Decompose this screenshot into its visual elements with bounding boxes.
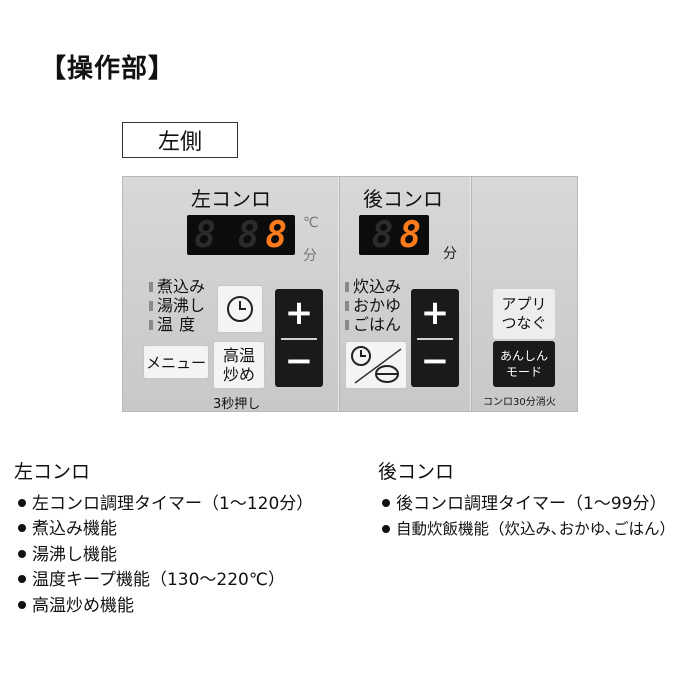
button-divider	[417, 338, 453, 340]
left-plus-minus-button[interactable]: + −	[275, 289, 323, 387]
bullet-icon	[382, 524, 390, 533]
left-burner-feature-list: 左コンロ 左コンロ調理タイマー（1〜120分） 煮込み機能 湯沸し機能 温度キー…	[14, 460, 313, 619]
minute-unit-label: 分	[303, 248, 317, 264]
rear-display-digit: 8	[399, 214, 421, 256]
mode-boil: 湯沸し	[149, 296, 205, 315]
rear-list-title: 後コンロ	[378, 461, 455, 483]
clock-icon	[227, 296, 253, 322]
mode-led	[149, 300, 153, 311]
left-burner-title: 左コンロ	[191, 187, 271, 211]
display-unlit-digits: 8 8	[194, 214, 260, 256]
left-mode-list: 煮込み 湯沸し 温度	[149, 277, 205, 334]
clock-pot-icon	[351, 346, 402, 384]
rear-plus-button[interactable]: +	[420, 293, 450, 333]
mode-led	[149, 319, 153, 330]
hold-3sec-note: 3秒押し	[213, 397, 261, 412]
rear-burner-title: 後コンロ	[363, 187, 443, 211]
auto-off-note: コンロ30分消火	[483, 397, 556, 408]
button-divider	[281, 338, 317, 340]
list-item: 自動炊飯機能（炊込み､おかゆ､ごはん）	[378, 517, 675, 543]
mode-led	[345, 281, 349, 292]
rear-minute-unit-label: 分	[443, 246, 457, 262]
bullet-icon	[18, 600, 26, 609]
list-item: 左コンロ調理タイマー（1〜120分）	[14, 492, 313, 518]
list-item: 湯沸し機能	[14, 543, 313, 569]
mode-temperature: 温度	[149, 315, 205, 334]
list-item: 温度キープ機能（130〜220℃）	[14, 568, 313, 594]
mode-mixed-rice: 炊込み	[345, 277, 401, 296]
list-item: 後コンロ調理タイマー（1〜99分）	[378, 492, 675, 518]
rear-plus-minus-button[interactable]: + −	[411, 289, 459, 387]
panel-divider-2	[470, 177, 471, 411]
left-display-digit: 8	[265, 214, 287, 256]
left-burner-display: 8 8 8	[187, 214, 295, 256]
celsius-unit-label: ℃	[303, 215, 319, 231]
rear-minus-button[interactable]: −	[420, 341, 450, 381]
bullet-icon	[18, 575, 26, 583]
rear-mode-list: 炊込み おかゆ ごはん	[345, 277, 401, 334]
app-connect-button[interactable]: アプリ つなぐ	[493, 289, 555, 339]
left-timer-button[interactable]	[217, 285, 263, 333]
mode-rice: ごはん	[345, 315, 401, 334]
mode-led	[149, 281, 153, 292]
bullet-icon	[18, 549, 26, 558]
mode-led	[345, 300, 349, 311]
bullet-icon	[18, 524, 26, 532]
rear-timer-rice-button[interactable]	[345, 341, 407, 389]
high-temp-stir-fry-button[interactable]: 高温 炒め	[213, 341, 265, 389]
rear-burner-display: 8 8	[359, 214, 429, 256]
menu-button[interactable]: メニュー	[143, 345, 209, 379]
mode-porridge: おかゆ	[345, 296, 401, 315]
mode-led	[345, 319, 349, 330]
left-plus-button[interactable]: +	[284, 293, 314, 333]
list-item: 高温炒め機能	[14, 594, 313, 620]
section-heading: 【操作部】	[40, 54, 176, 84]
mode-simmer: 煮込み	[149, 277, 205, 296]
bullet-icon	[18, 498, 26, 507]
list-item: 煮込み機能	[14, 517, 313, 543]
left-minus-button[interactable]: −	[284, 341, 314, 381]
bullet-icon	[382, 498, 390, 507]
left-side-tag: 左側	[122, 122, 238, 158]
anshin-mode-button[interactable]: あんしん モード	[493, 341, 555, 387]
panel-divider-1	[338, 177, 339, 411]
display-unlit-digits: 8	[371, 214, 394, 256]
control-panel: 左コンロ 8 8 8 ℃ 分 煮込み 湯沸し 温度 メニュー 高温 炒め 3秒押…	[122, 176, 578, 412]
left-list-title: 左コンロ	[14, 461, 91, 483]
rear-burner-feature-list: 後コンロ 後コンロ調理タイマー（1〜99分） 自動炊飯機能（炊込み､おかゆ､ごは…	[378, 460, 675, 543]
